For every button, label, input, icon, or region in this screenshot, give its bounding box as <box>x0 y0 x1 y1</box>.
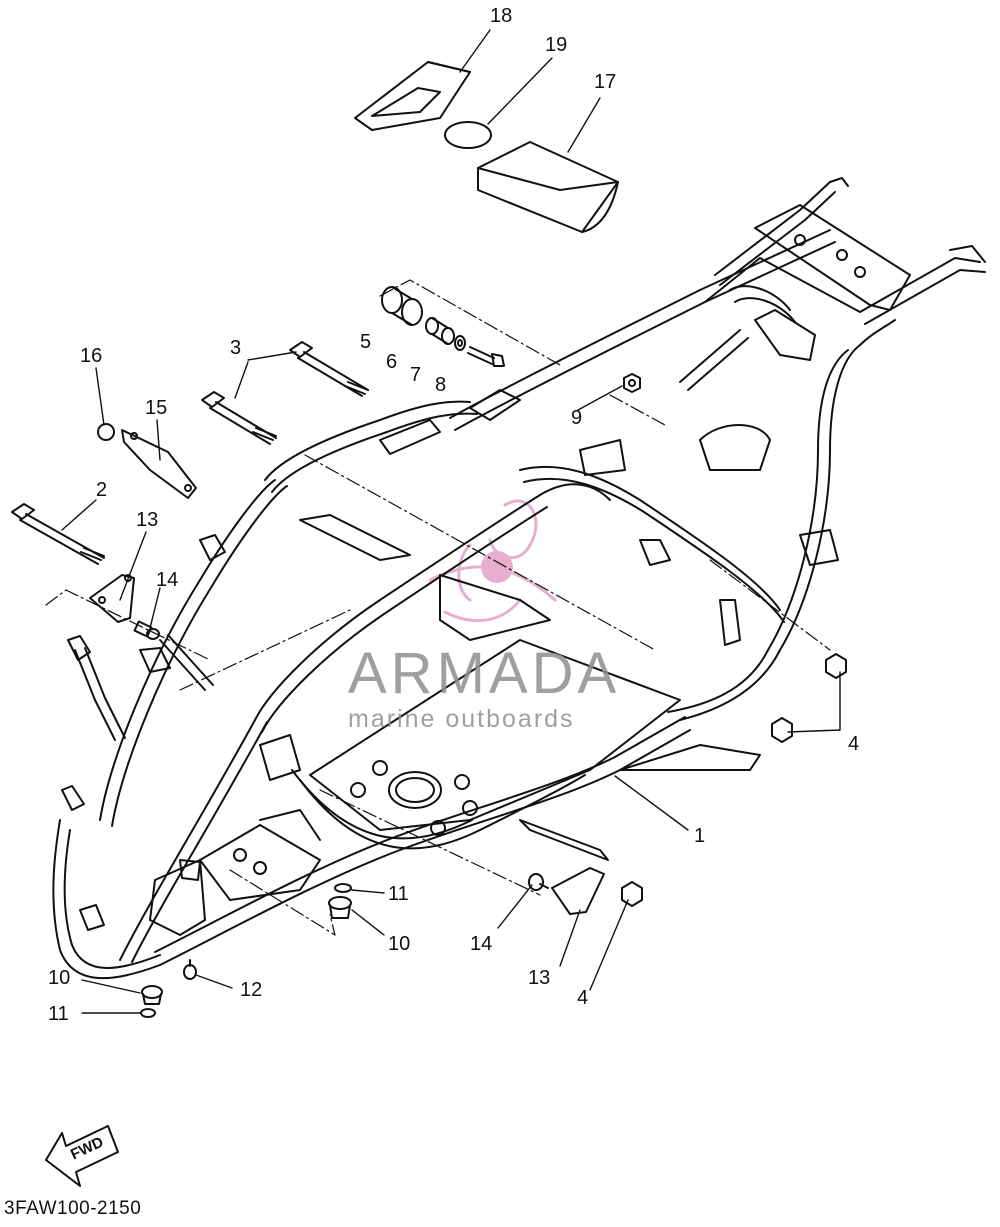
callout-8: 8 <box>435 374 447 396</box>
callout-12: 12 <box>240 979 263 1001</box>
bolt-14-left <box>135 622 159 639</box>
watermark-logo <box>430 501 555 621</box>
assembly-lines <box>46 280 830 935</box>
watermark-tagline: marine outboards <box>348 705 575 733</box>
part-18-grommet <box>355 62 470 130</box>
washer-11-center <box>335 884 351 892</box>
callout-5: 5 <box>360 331 372 353</box>
nut-9 <box>624 374 640 392</box>
callout-14-left: 14 <box>156 569 179 591</box>
callout-2: 2 <box>96 479 108 501</box>
diagram-code: 3FAW100-2150 <box>4 1198 142 1219</box>
callout-18: 18 <box>490 5 513 27</box>
bracket-13-bottom <box>552 868 604 914</box>
bolt-3-lower <box>202 392 276 444</box>
callout-15: 15 <box>145 397 168 419</box>
spacer-5 <box>382 287 422 325</box>
washer-7 <box>455 336 465 350</box>
nut-4-right-mid <box>772 718 792 742</box>
part-19-o-ring <box>445 122 491 148</box>
callout-10-left: 10 <box>48 967 71 989</box>
part-17-tool-bag <box>478 142 618 232</box>
fwd-arrow-icon <box>46 1126 118 1186</box>
damper-10-center <box>329 897 351 918</box>
main-frame <box>53 178 985 978</box>
bracket-15 <box>122 430 196 498</box>
watermark-brand: ARMADA <box>348 641 621 706</box>
nut-4-right-top <box>826 654 846 678</box>
callout-4-bottom: 4 <box>577 987 589 1009</box>
callout-19: 19 <box>545 34 568 56</box>
callout-13-left: 13 <box>136 509 159 531</box>
callout-14-bottom: 14 <box>470 933 493 955</box>
washer-11-left <box>141 1009 155 1017</box>
leader-lines <box>62 30 840 1013</box>
callout-16: 16 <box>80 345 103 367</box>
callout-7: 7 <box>410 364 422 386</box>
spacer-6 <box>426 318 454 344</box>
callout-17: 17 <box>594 71 617 93</box>
callout-4-right: 4 <box>848 733 860 755</box>
callout-11-center: 11 <box>388 883 409 905</box>
bolt-2 <box>12 504 104 564</box>
bolt-3-upper <box>290 342 368 396</box>
bolt-16 <box>98 424 114 440</box>
callout-3: 3 <box>230 337 242 359</box>
callout-9: 9 <box>571 407 583 429</box>
nut-4-bottom <box>622 882 642 906</box>
bracket-13-left <box>90 575 134 622</box>
callout-6: 6 <box>386 351 398 373</box>
callout-1: 1 <box>694 825 706 847</box>
callout-10-center: 10 <box>388 933 411 955</box>
bolt-14-bottom <box>529 874 548 890</box>
bolt-8 <box>468 347 504 366</box>
callout-13-bottom: 13 <box>528 967 551 989</box>
callout-11-left: 11 <box>48 1003 69 1025</box>
bolt-12 <box>184 960 196 979</box>
damper-10-left <box>142 986 162 1004</box>
